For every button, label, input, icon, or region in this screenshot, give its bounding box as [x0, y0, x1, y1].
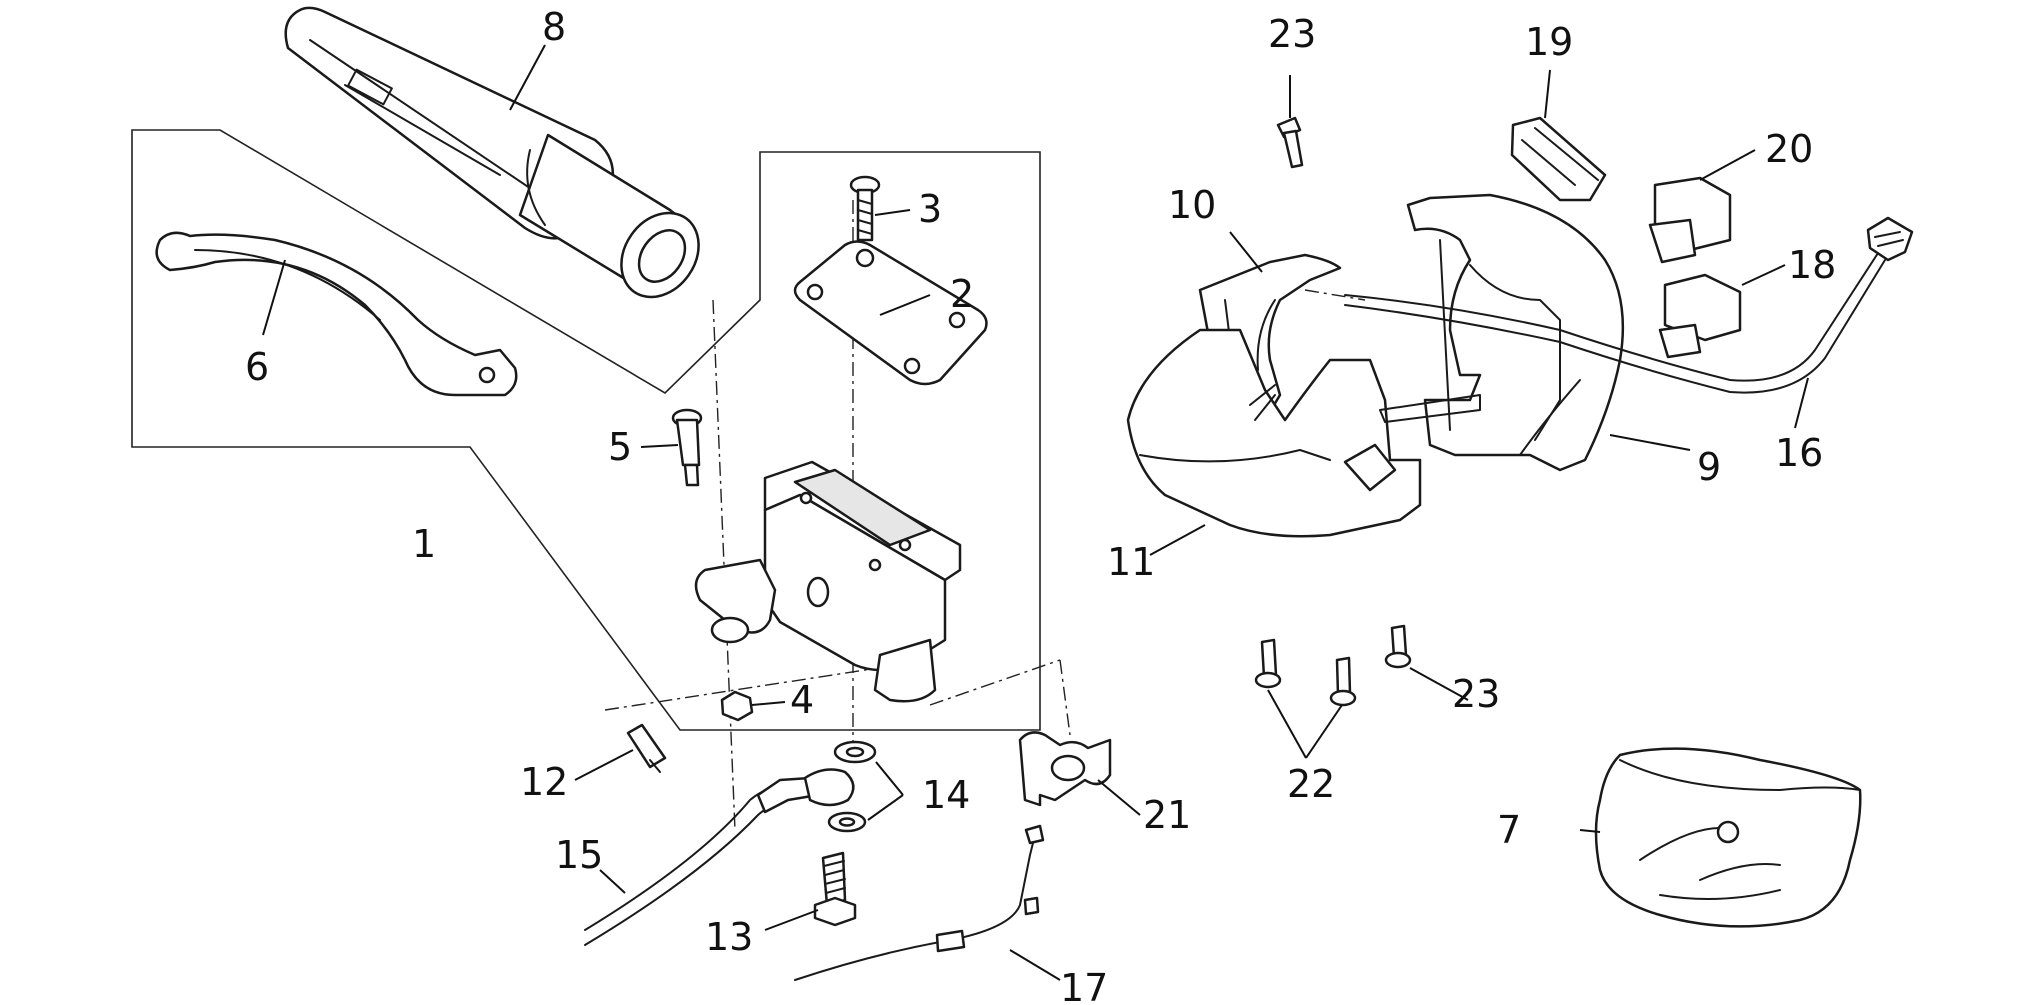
brake-hose-part [584, 768, 855, 946]
reservoir-cover-part [793, 240, 988, 386]
wiring-harness-part [1344, 216, 1914, 394]
callout-23-top: 23 [1268, 12, 1316, 56]
callout-7: 7 [1497, 808, 1521, 852]
callout-18: 18 [1788, 243, 1836, 287]
callout-23-bottom: 23 [1452, 672, 1500, 716]
callout-2: 2 [950, 272, 974, 316]
callout-5: 5 [608, 425, 632, 469]
callout-9: 9 [1697, 445, 1721, 489]
cover-bag-part [1594, 747, 1862, 928]
cover-screw-part [849, 175, 881, 242]
callout-15: 15 [555, 833, 603, 877]
switch-cable-part [794, 824, 1045, 981]
callout-8: 8 [542, 5, 566, 49]
callout-20: 20 [1765, 127, 1813, 171]
right-switch-housing-part [1379, 193, 1625, 472]
callout-17: 17 [1060, 966, 1108, 1005]
callout-3: 3 [918, 187, 942, 231]
upper-screw-part [1276, 116, 1304, 169]
master-cylinder-part [694, 460, 962, 703]
brake-lever-part [155, 231, 518, 397]
master-cylinder-group-outline [131, 129, 1041, 731]
nut-part [720, 690, 754, 722]
callout-16: 16 [1775, 431, 1823, 475]
callout-13: 13 [705, 915, 753, 959]
switch-19-part [1510, 116, 1607, 202]
handlebar-grip-part [284, 6, 700, 299]
callout-22: 22 [1287, 762, 1335, 806]
callout-19: 19 [1525, 20, 1573, 64]
callout-12: 12 [520, 760, 568, 804]
callout-21: 21 [1143, 793, 1191, 837]
leader-lines [262, 44, 1809, 981]
switch-18-part [1658, 273, 1742, 359]
callout-10: 10 [1168, 183, 1216, 227]
callout-4: 4 [790, 678, 814, 722]
lower-screws-part [1254, 624, 1412, 707]
lower-switch-housing-part [1126, 328, 1422, 538]
callout-1: 1 [412, 522, 436, 566]
callout-6: 6 [245, 345, 269, 389]
banjo-bolt-part [813, 851, 857, 927]
washers-part [827, 740, 877, 833]
callout-labels: 1 2 3 4 5 6 7 8 9 10 11 12 13 14 15 16 1… [245, 5, 1836, 1005]
handlebar-clamp-part [1018, 731, 1112, 807]
pivot-bolt-part [671, 408, 703, 487]
callout-11: 11 [1107, 540, 1155, 584]
brake-switch-part [626, 723, 667, 773]
callout-14: 14 [922, 773, 970, 817]
switch-20-part [1648, 176, 1732, 264]
